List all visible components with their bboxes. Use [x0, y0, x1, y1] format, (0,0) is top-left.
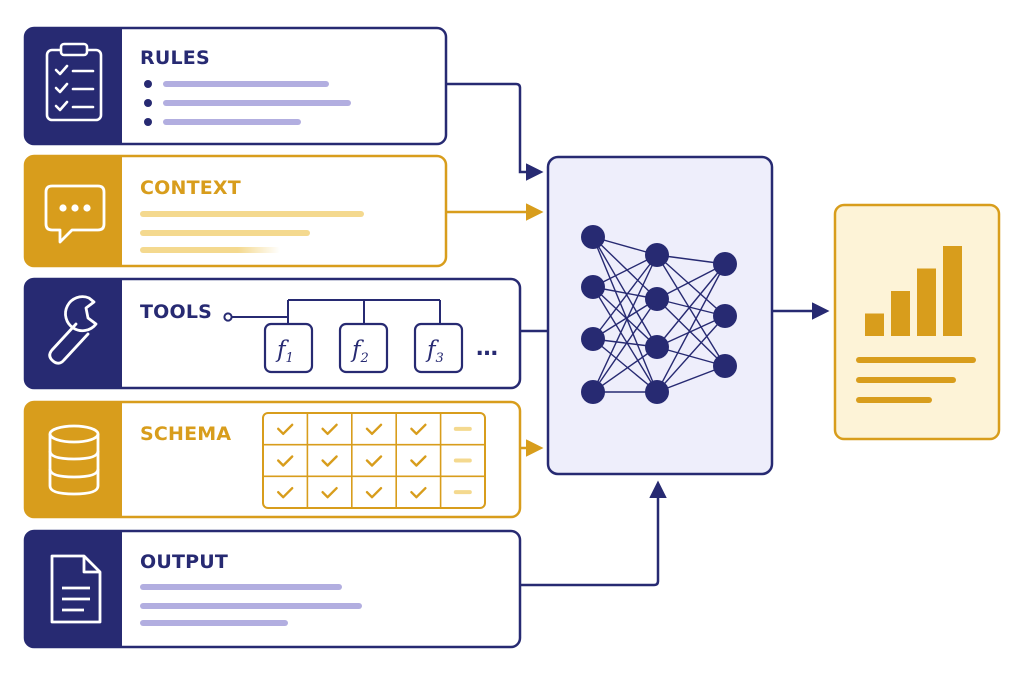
result-bar: [917, 268, 936, 336]
network-node: [645, 335, 669, 359]
context-text-lines: [140, 211, 364, 253]
output-spec-card: OUTPUT: [23, 529, 522, 649]
network-edge: [592, 254, 658, 393]
network-edge: [592, 236, 658, 348]
network-edge: [592, 346, 658, 393]
network-edge: [656, 315, 726, 348]
schema-check-icon: [277, 486, 294, 499]
bar-chart-report-icon: [865, 246, 962, 336]
result-bar: [891, 291, 910, 336]
context-card: CONTEXT: [23, 154, 448, 268]
schema-check-icon: [365, 455, 383, 467]
wrench-icon: [48, 295, 98, 365]
chat-bubble-icon: [44, 184, 106, 244]
document-icon: [50, 554, 102, 624]
network-node: [713, 354, 737, 378]
svg-text:f1: f1: [275, 337, 294, 366]
tool-function-2-sub: 2: [360, 351, 369, 366]
schema-check-icon: [410, 423, 427, 436]
network-edge: [656, 263, 726, 300]
network-node: [645, 287, 669, 311]
network-edge: [592, 254, 658, 340]
network-edge: [656, 298, 726, 367]
tools-title: TOOLS: [140, 301, 212, 323]
svg-text:f3: f3: [425, 337, 444, 366]
tool-function-1: f1: [263, 322, 314, 374]
schema-check-icon: [410, 455, 427, 467]
schema-check-icon: [410, 486, 427, 499]
tool-function-2-name: f: [350, 337, 364, 363]
network-edge: [656, 263, 726, 393]
neural-network-icon: [581, 225, 737, 404]
tools-function-tree: [223, 299, 441, 324]
result-text-lines: [856, 357, 976, 403]
schema-check-icon: [321, 455, 338, 467]
network-edge: [656, 315, 726, 393]
network-edge: [592, 298, 658, 340]
schema-check-icon: [365, 486, 383, 499]
network-edge: [656, 254, 726, 367]
network-node: [645, 243, 669, 267]
rules-bullet-lines: [144, 80, 351, 126]
clipboard-checklist-icon: [45, 42, 103, 122]
network-edge: [656, 254, 726, 317]
tool-function-1-sub: 1: [286, 351, 294, 366]
schema-check-icon: [277, 455, 294, 467]
tools-card: TOOLS f1 f2 f3 …: [23, 277, 522, 390]
tool-function-3: f3: [413, 322, 464, 374]
network-node: [645, 380, 669, 404]
network-edge: [656, 365, 726, 393]
network-edge: [592, 338, 658, 393]
context-title: CONTEXT: [140, 177, 241, 199]
network-node: [581, 380, 605, 404]
tool-function-3-name: f: [425, 337, 439, 363]
schema-check-icon: [365, 423, 383, 436]
rules-title: RULES: [140, 47, 210, 69]
network-edge: [592, 286, 658, 393]
tool-function-2: f2: [338, 322, 389, 374]
schema-grid: [262, 412, 486, 509]
network-node: [581, 225, 605, 249]
tool-function-3-sub: 3: [436, 351, 444, 366]
schema-check-icon: [321, 423, 338, 436]
network-edge: [592, 236, 658, 393]
tool-function-1-name: f: [275, 337, 289, 363]
network-edge: [656, 263, 726, 348]
svg-text:f2: f2: [350, 337, 369, 366]
network-edge: [592, 236, 658, 300]
schema-cells: [277, 423, 472, 499]
network-node: [581, 327, 605, 351]
network-edge: [592, 286, 658, 348]
network-node: [713, 252, 737, 276]
network-node: [581, 275, 605, 299]
tools-more-ellipsis: …: [476, 336, 498, 361]
rules-connector: [446, 82, 544, 181]
schema-check-icon: [321, 486, 338, 499]
schema-check-icon: [277, 423, 294, 436]
result-bar: [943, 246, 962, 336]
output-spec-connector: [520, 480, 667, 587]
model-box: [546, 155, 774, 476]
schema-title: SCHEMA: [140, 423, 231, 445]
output-spec-title: OUTPUT: [140, 551, 228, 573]
network-node: [713, 304, 737, 328]
network-edge: [592, 298, 658, 393]
output-spec-text-lines: [140, 584, 362, 626]
connectors: [446, 82, 830, 587]
result-card: [833, 203, 1001, 441]
result-bar: [865, 313, 884, 336]
rules-card: RULES: [23, 26, 448, 146]
database-icon: [48, 424, 100, 496]
schema-card: SCHEMA: [23, 400, 522, 519]
